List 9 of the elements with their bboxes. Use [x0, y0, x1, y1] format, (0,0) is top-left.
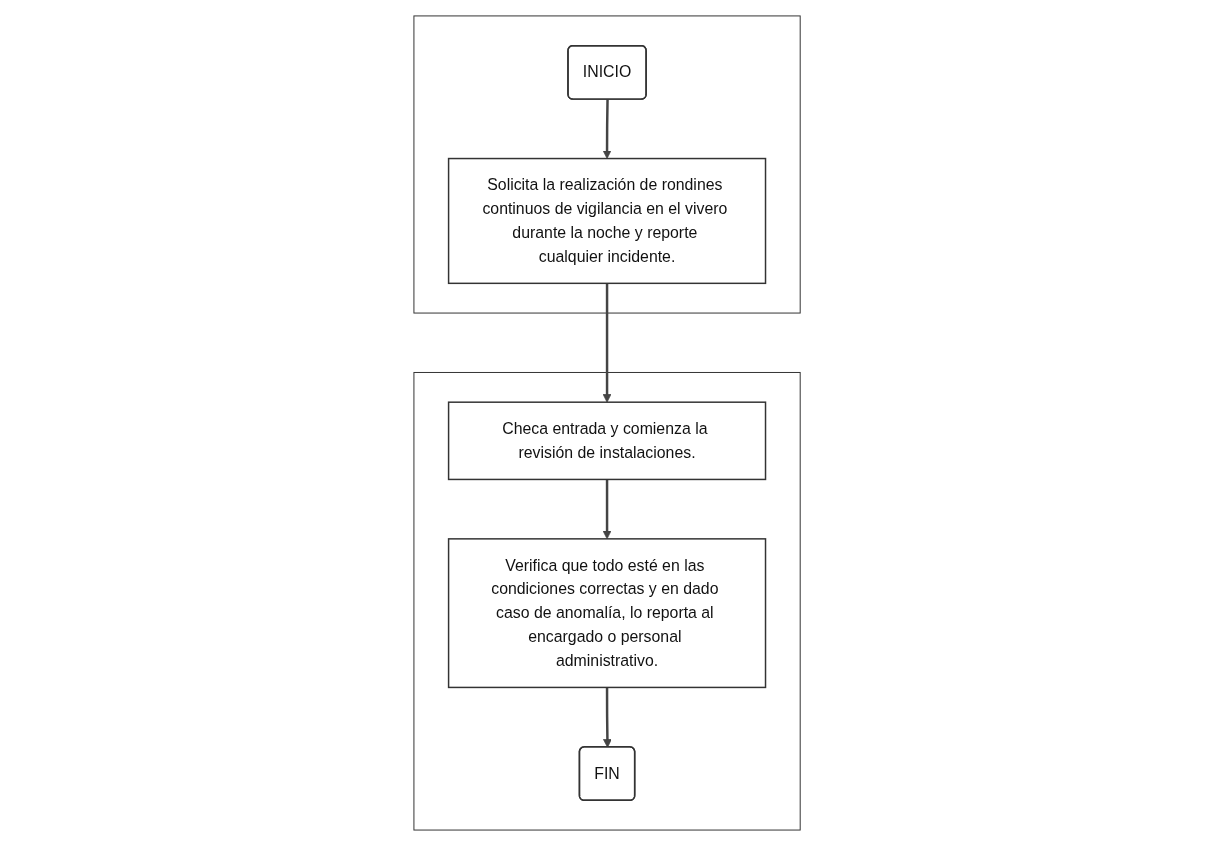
arrow	[602, 479, 612, 540]
cluster	[413, 15, 801, 314]
node-box: Verifica que todo esté en las condiciones correctas y en dado caso de anomalía, lo reporta al encargado o personal administrativo.	[447, 538, 767, 689]
node-box: Solicita la realización de rondines continuos de vigilancia en el vivero durante la noche y reporte cualquier incidente.	[447, 157, 767, 285]
cluster	[413, 372, 801, 831]
arrow	[603, 687, 612, 748]
arrow	[602, 99, 612, 159]
node-box: Checa entrada y comienza la revisión de instalaciones.	[447, 401, 767, 481]
arrow	[602, 283, 612, 403]
